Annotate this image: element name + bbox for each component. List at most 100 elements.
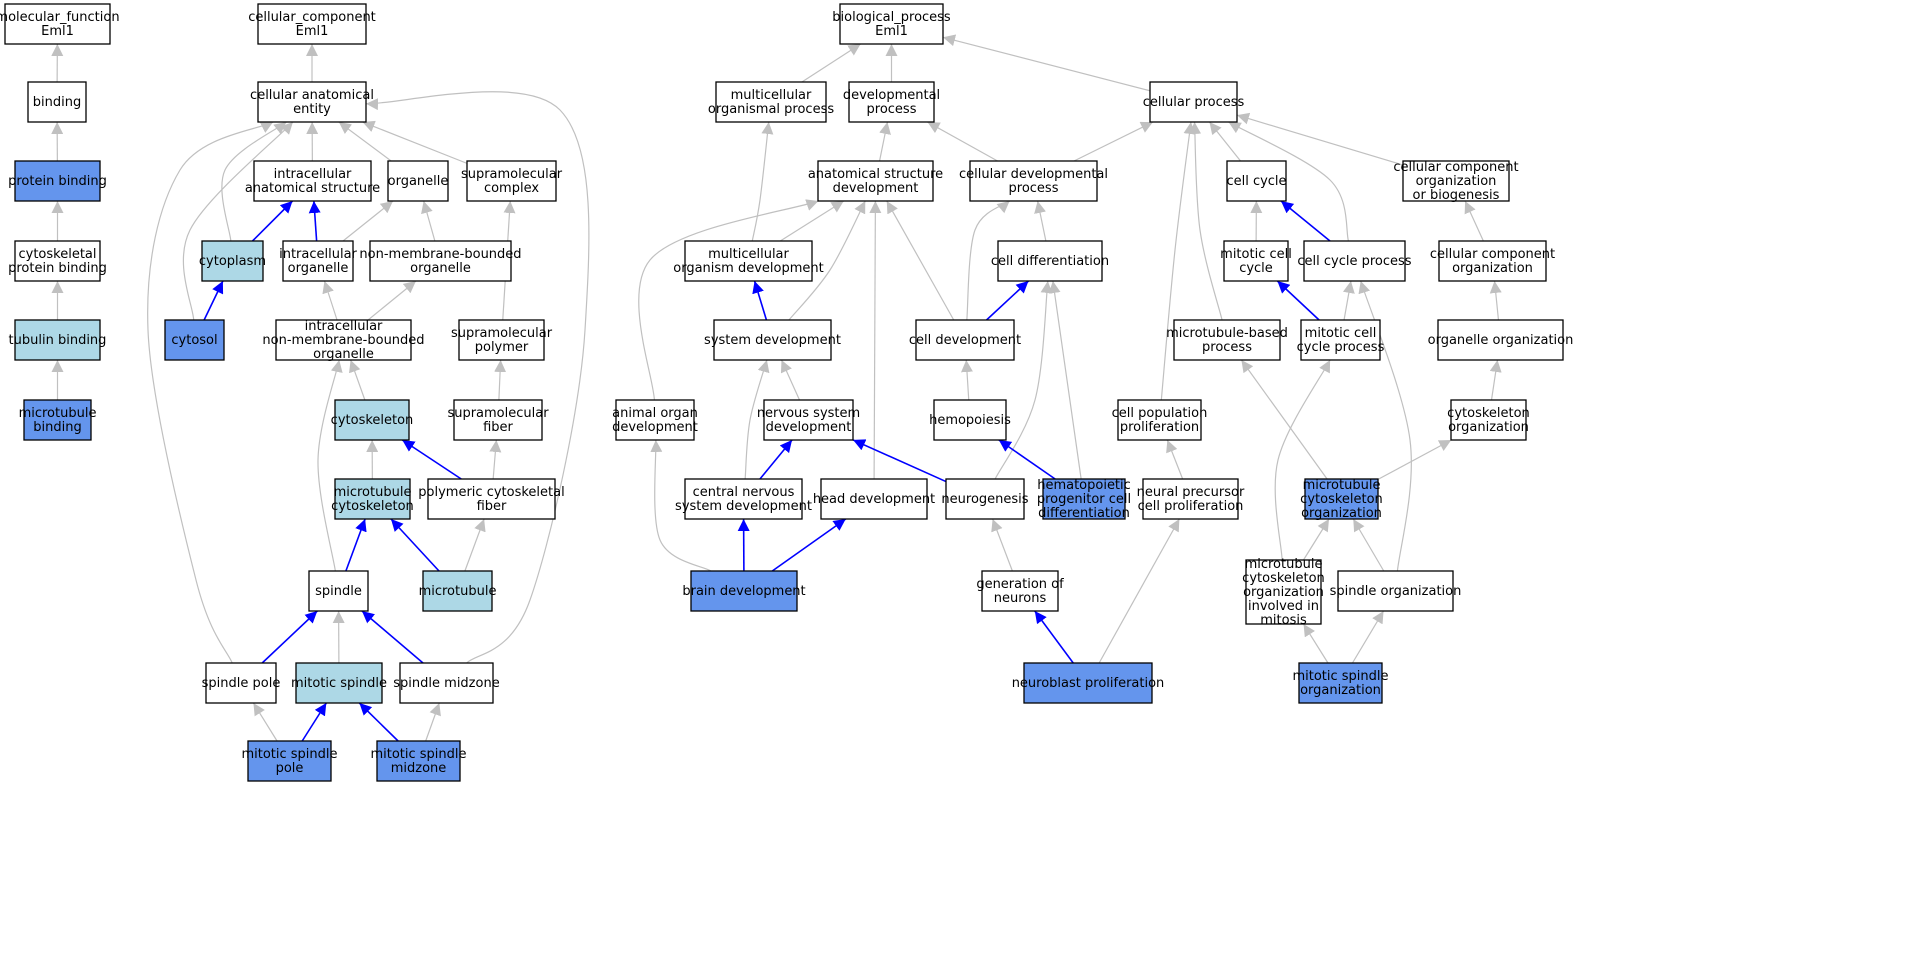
edge-mitotic_spindle_pole-to-spindle_pole bbox=[252, 702, 278, 742]
node-hemopoiesis[interactable]: hemopoiesis bbox=[929, 399, 1011, 441]
node-label-line: mitotic cell bbox=[1305, 326, 1377, 341]
node-organelle-organization[interactable]: organelle organization bbox=[1428, 319, 1574, 361]
node-cell-cycle[interactable]: cell cycle bbox=[1226, 160, 1287, 202]
edge-neuroblast_proliferation-to-neural_precursor_cell_proliferation bbox=[1098, 518, 1180, 664]
node-label-line: organization bbox=[1243, 585, 1324, 600]
node-cellular-process[interactable]: cellular process bbox=[1143, 81, 1245, 123]
node-label-line: organization bbox=[1300, 683, 1381, 698]
node-organelle[interactable]: organelle bbox=[387, 160, 449, 202]
edge-anatomical_structure_development-to-developmental_process bbox=[878, 121, 891, 162]
node-binding[interactable]: binding bbox=[27, 81, 87, 123]
edge-hemopoiesis-to-cell_development bbox=[961, 359, 973, 401]
node-label-line: intracellular bbox=[274, 167, 352, 182]
node-label-line: supramolecular bbox=[447, 406, 549, 421]
node-cytosol[interactable]: cytosol bbox=[164, 319, 225, 361]
node-microtubule[interactable]: microtubule bbox=[419, 570, 497, 612]
node-spindle-pole[interactable]: spindle pole bbox=[202, 662, 281, 704]
node-mt-cytoskeleton-org-mitosis[interactable]: microtubulecytoskeletonorganizationinvol… bbox=[1242, 557, 1325, 628]
node-label-line: organelle bbox=[288, 261, 349, 276]
edge-mitotic_spindle_midzone-to-spindle_midzone bbox=[425, 702, 441, 742]
node-protein-binding[interactable]: protein binding bbox=[8, 160, 107, 202]
node-system-development[interactable]: system development bbox=[704, 319, 841, 361]
node-label-line: polymer bbox=[475, 340, 529, 355]
node-box bbox=[257, 81, 367, 123]
node-box bbox=[427, 478, 556, 520]
node-mitotic-spindle[interactable]: mitotic spindle bbox=[291, 662, 387, 704]
node-label-line: complex bbox=[484, 181, 539, 196]
node-label-line: midzone bbox=[391, 761, 447, 776]
node-spindle[interactable]: spindle bbox=[308, 570, 369, 612]
node-cell-development[interactable]: cell development bbox=[909, 319, 1021, 361]
node-brain-development[interactable]: brain development bbox=[682, 570, 806, 612]
node-box bbox=[257, 3, 367, 45]
node-tubulin-binding[interactable]: tubulin binding bbox=[9, 319, 107, 361]
node-label-line: mitotic spindle bbox=[241, 747, 337, 762]
edge-neurogenesis-to-nervous_system_development bbox=[852, 439, 947, 483]
node-neurogenesis[interactable]: neurogenesis bbox=[941, 478, 1029, 520]
edge-microtubule-to-polymeric_cytoskeletal_fiber bbox=[464, 518, 486, 572]
node-label-line: intracellular bbox=[305, 319, 383, 334]
node-label-line: cell proliferation bbox=[1138, 499, 1244, 514]
node-intracellular-nonmembrane-bounded-organelle[interactable]: intracellularnon-membrane-boundedorganel… bbox=[262, 319, 424, 362]
node-cytoskeleton[interactable]: cytoskeleton bbox=[331, 399, 414, 441]
node-cell-cycle-process[interactable]: cell cycle process bbox=[1297, 240, 1412, 282]
node-cell-differentiation[interactable]: cell differentiation bbox=[991, 240, 1109, 282]
edge-mitotic_cell_cycle_process-to-cell_cycle_process bbox=[1342, 280, 1355, 321]
node-head-development[interactable]: head development bbox=[813, 478, 935, 520]
node-box bbox=[997, 240, 1103, 282]
edge-mitotic_spindle_midzone-to-mitotic_spindle bbox=[358, 702, 399, 742]
node-label-line: cellular anatomical bbox=[250, 88, 374, 103]
node-box bbox=[275, 319, 412, 361]
edge-spindle_midzone-to-cellular_anatomical_entity bbox=[365, 91, 590, 664]
edge-multicellular_organism_development-to-anatomical_structure_development bbox=[779, 200, 845, 242]
node-box bbox=[1450, 399, 1527, 441]
node-label-line: protein binding bbox=[8, 261, 107, 276]
node-box bbox=[334, 399, 410, 441]
edge-hematopoietic_progenitor_cell_differentiation-to-hemopoiesis bbox=[998, 439, 1056, 480]
node-cytoplasm[interactable]: cytoplasm bbox=[199, 240, 266, 282]
node-neuroblast-proliferation[interactable]: neuroblast proliferation bbox=[1012, 662, 1165, 704]
node-box bbox=[839, 3, 944, 45]
node-label-line: development bbox=[612, 420, 698, 435]
node-spindle-midzone[interactable]: spindle midzone bbox=[393, 662, 500, 704]
edge-cell_development-to-cellular_developmental_process bbox=[966, 200, 1011, 321]
node-box bbox=[453, 399, 543, 441]
node-spindle-organization[interactable]: spindle organization bbox=[1330, 570, 1462, 612]
